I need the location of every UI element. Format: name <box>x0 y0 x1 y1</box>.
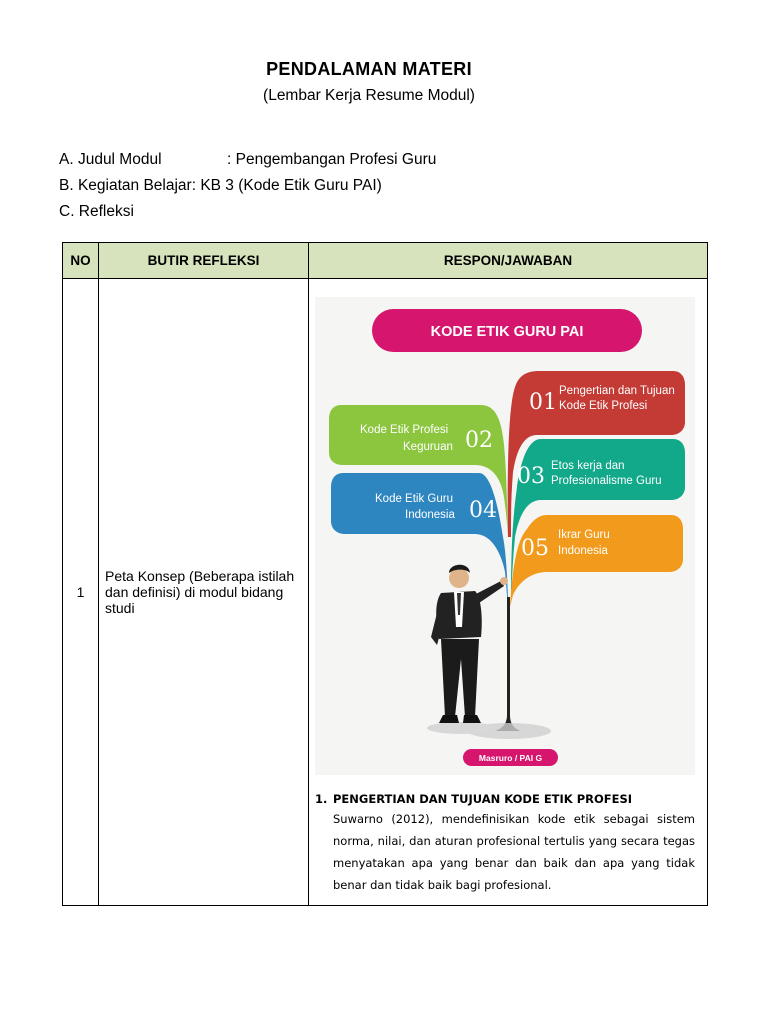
header-no: NO <box>63 243 99 279</box>
concept-map-item-05-number: 05 <box>521 536 549 561</box>
header-respon: RESPON/JAWABAN <box>309 243 708 279</box>
concept-map-item-02-line1: Kode Etik Profesi <box>360 424 448 436</box>
table-row: 1 Peta Konsep (Beberapa istilah dan defi… <box>63 279 708 906</box>
concept-map-item-05-line2: Indonesia <box>558 545 608 557</box>
concept-map-item-04-line1: Kode Etik Guru <box>375 493 453 505</box>
concept-map-item-02-number: 02 <box>465 428 493 453</box>
concept-map-item-02-line2: Keguruan <box>403 441 453 453</box>
concept-map-title: KODE ETIK GURU PAI <box>431 324 584 340</box>
row-respon: KODE ETIK GURU PAI 01 Pengertian dan Tuj… <box>309 279 708 906</box>
meta-kegiatan-value: : KB 3 (Kode Etik Guru PAI) <box>192 177 382 194</box>
concept-map-item-03-number: 03 <box>517 464 545 489</box>
header-butir: BUTIR REFLEKSI <box>99 243 309 279</box>
section-heading: 1. PENGERTIAN DAN TUJUAN KODE ETIK PROFE… <box>315 792 707 806</box>
meta-kegiatan: B. Kegiatan Belajar: KB 3 (Kode Etik Gur… <box>59 177 382 195</box>
page-title: PENDALAMAN MATERI <box>0 59 738 80</box>
section-body: Suwarno (2012), mendefinisikan kode etik… <box>333 808 695 896</box>
concept-map-item-05-line1: Ikrar Guru <box>558 529 610 541</box>
section-heading-text: PENGERTIAN DAN TUJUAN KODE ETIK PROFESI <box>333 792 632 806</box>
meta-judul-value: : Pengembangan Profesi Guru <box>227 151 436 168</box>
reflection-table: NO BUTIR REFLEKSI RESPON/JAWABAN 1 Peta … <box>62 242 708 906</box>
concept-map: KODE ETIK GURU PAI 01 Pengertian dan Tuj… <box>315 297 695 775</box>
page-subtitle: (Lembar Kerja Resume Modul) <box>0 87 738 105</box>
row-butir: Peta Konsep (Beberapa istilah dan defini… <box>99 279 309 906</box>
meta-kegiatan-label: B. Kegiatan Belajar <box>59 177 192 195</box>
concept-map-item-01-line1: Pengertian dan Tujuan <box>559 385 675 397</box>
concept-map-item-04-line2: Indonesia <box>405 509 455 521</box>
meta-refleksi: C. Refleksi <box>59 203 134 221</box>
concept-map-item-04-number: 04 <box>469 498 497 523</box>
table-header-row: NO BUTIR REFLEKSI RESPON/JAWABAN <box>63 243 708 279</box>
concept-map-item-01-line2: Kode Etik Profesi <box>559 400 647 412</box>
concept-map-wrap: KODE ETIK GURU PAI 01 Pengertian dan Tuj… <box>309 279 707 780</box>
meta-judul-label: A. Judul Modul <box>59 151 227 169</box>
section-number: 1. <box>315 792 333 806</box>
meta-judul: A. Judul Modul: Pengembangan Profesi Gur… <box>59 151 436 169</box>
concept-map-item-03-line2: Profesionalisme Guru <box>551 475 662 487</box>
concept-map-item-03-line1: Etos kerja dan <box>551 460 625 472</box>
row-no: 1 <box>63 279 99 906</box>
concept-map-item-01-number: 01 <box>529 390 557 415</box>
credit-text: Masruro / PAI G <box>479 753 543 763</box>
